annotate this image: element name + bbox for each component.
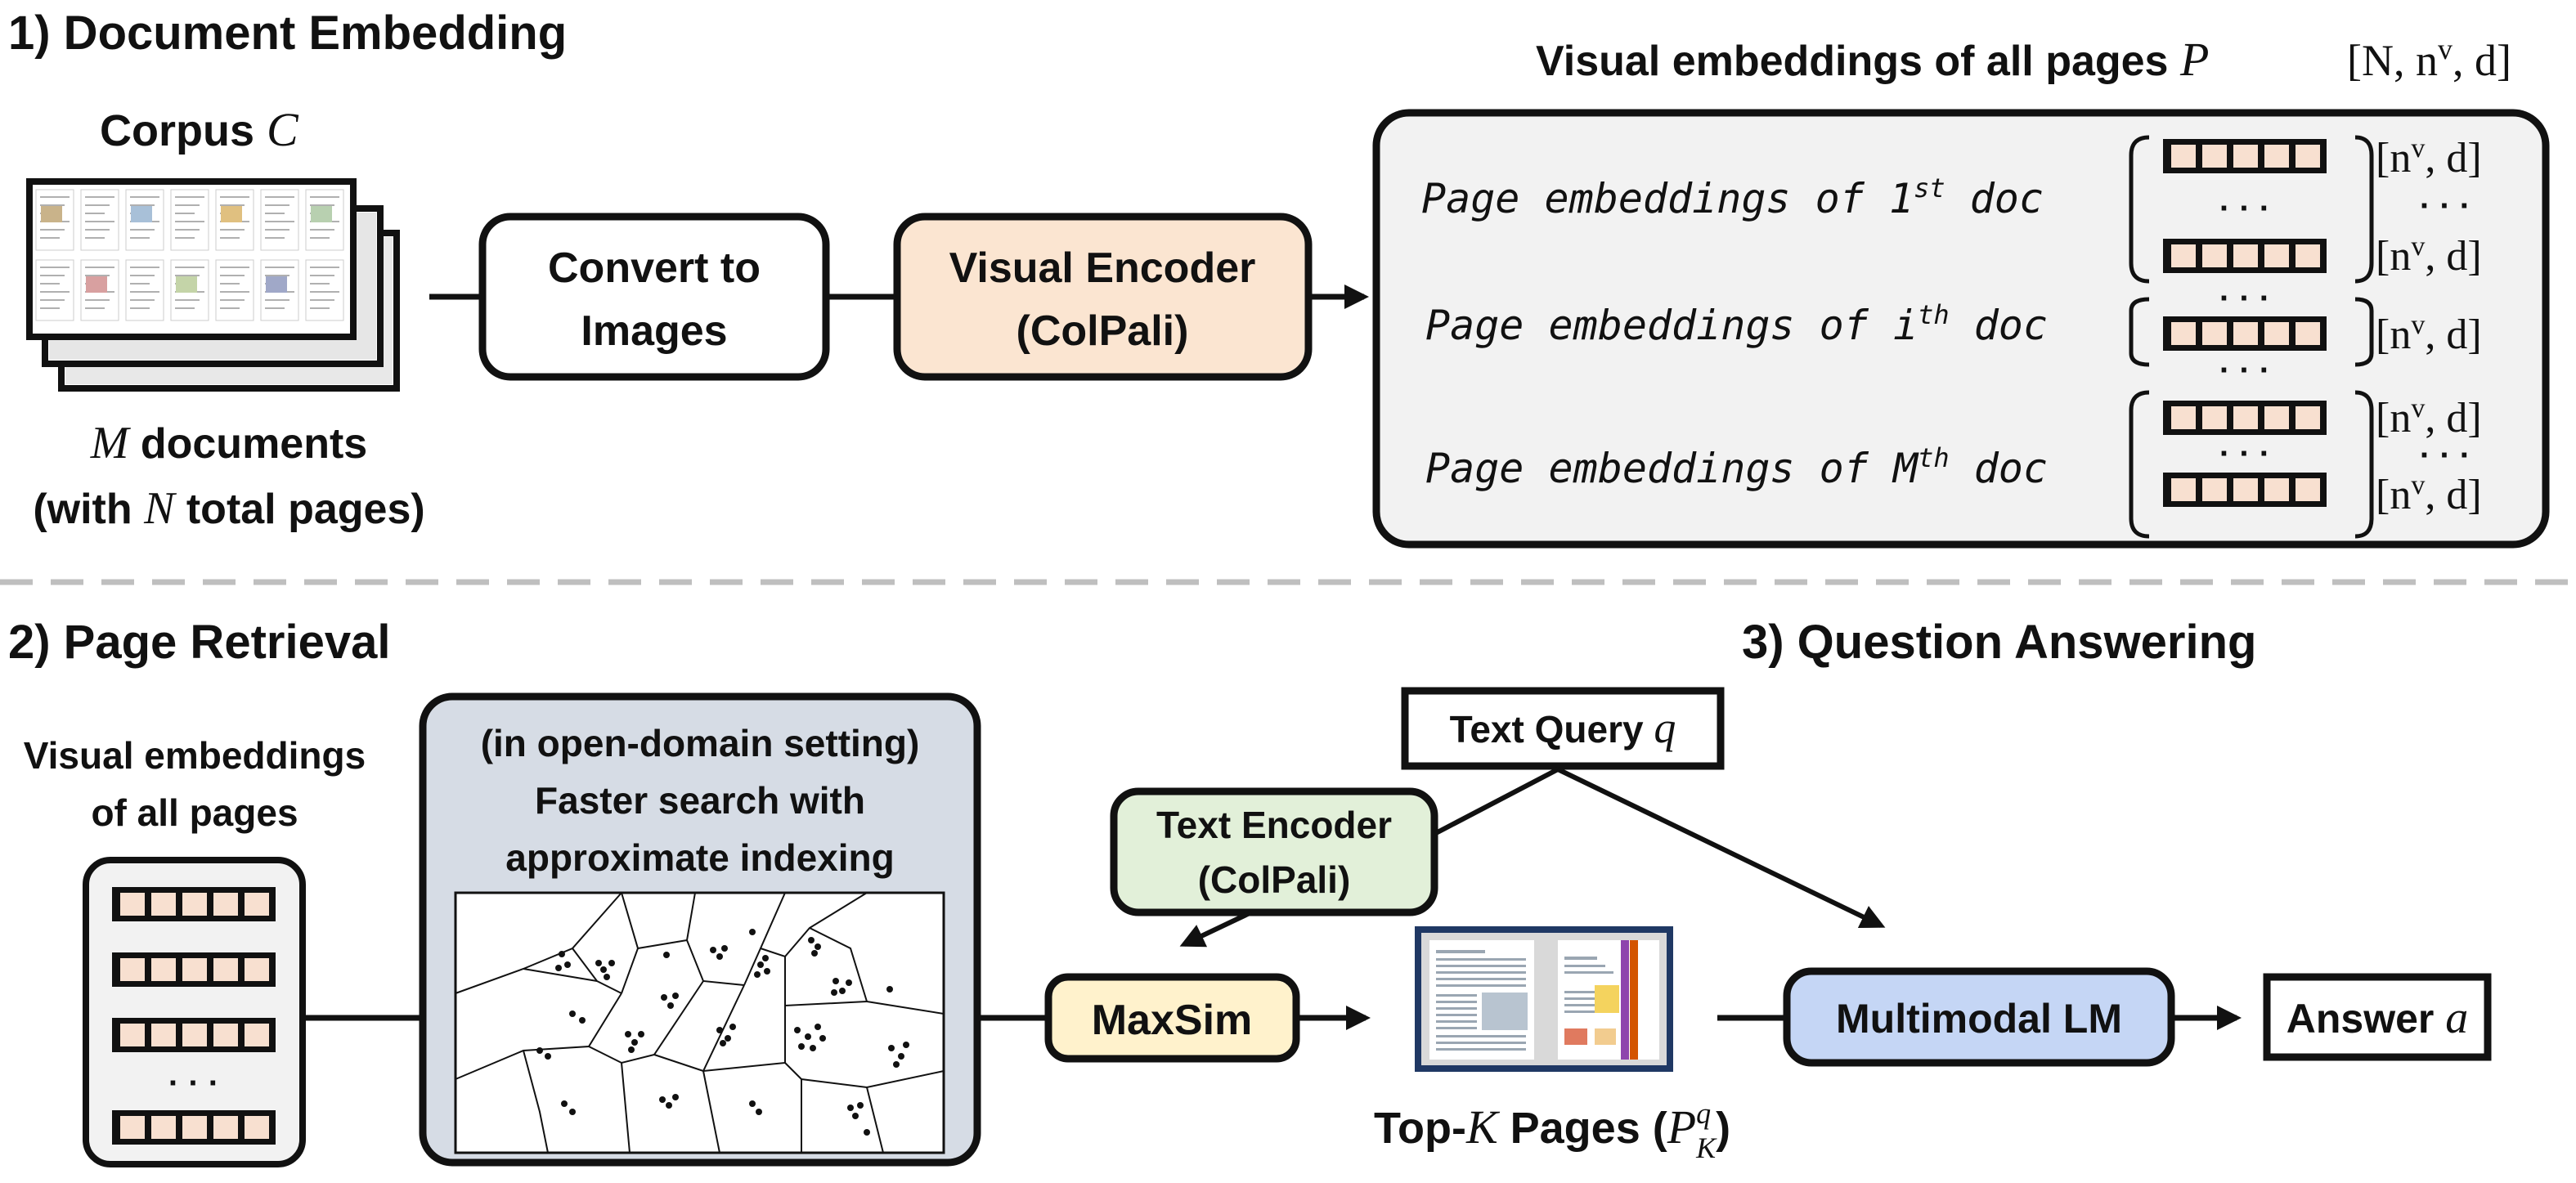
ellipsis-doci-top: · · ·: [2219, 280, 2270, 316]
text-query-box: Text Query q: [1401, 687, 1725, 770]
embedding-strip: [2163, 239, 2327, 273]
embeddings-shape: [N, nv, d]: [2347, 33, 2511, 85]
svg-text:Multimodal LM: Multimodal LM: [1836, 996, 2122, 1042]
svg-text:Visual Encoder: Visual Encoder: [949, 244, 1256, 292]
approximate-index-panel: (in open-domain setting) Faster search w…: [419, 692, 981, 1167]
svg-text:(ColPali): (ColPali): [1198, 858, 1351, 901]
convert-to-images-box: Convert to Images: [478, 213, 830, 381]
embedding-strip: [112, 887, 276, 921]
maxsim-box: MaxSim: [1044, 973, 1300, 1063]
section1-heading: 1) Document Embedding: [8, 7, 567, 60]
svg-text:approximate indexing: approximate indexing: [505, 836, 894, 879]
svg-text:Convert to: Convert to: [548, 244, 761, 292]
section2-heading: 2) Page Retrieval: [8, 616, 390, 669]
row-mth-doc-label: Page embeddings of Mth doc: [1425, 442, 2048, 492]
svg-text:Text Encoder: Text Encoder: [1156, 804, 1392, 846]
embeddings-title: Visual embeddings of all pages P: [1536, 33, 2209, 86]
embedding-strip: [2163, 316, 2327, 351]
section3-heading: 3) Question Answering: [1742, 616, 2256, 669]
svg-text:MaxSim: MaxSim: [1092, 997, 1253, 1044]
corpus-label: Corpus C: [100, 103, 299, 156]
row-1st-doc-label: Page embeddings of 1st doc: [1421, 173, 2044, 222]
topk-pages-thumbnail: [1415, 926, 1673, 1072]
ellipsis-doci-bottom: · · ·: [2219, 352, 2270, 388]
embedding-strip: [112, 952, 276, 987]
svg-text:(ColPali): (ColPali): [1016, 307, 1189, 355]
svg-text:Faster search with: Faster search with: [535, 779, 865, 822]
shape-label: [nv, d]: [2376, 231, 2482, 280]
query-to-text-encoder-line: [1433, 767, 1560, 836]
shape-label: [nv, d]: [2376, 393, 2482, 442]
embeddings-panel: Page embeddings of 1st doc Page embeddin…: [1372, 109, 2550, 549]
query-to-mllm-arrow: [1556, 767, 1886, 929]
shape-ellipsis: · · ·: [2420, 437, 2471, 473]
retrieval-embeddings-label-2: of all pages: [91, 791, 298, 834]
shape-ellipsis: · · ·: [2420, 188, 2471, 224]
document-stack: [26, 178, 400, 392]
ellipsis-doc1: · · ·: [2219, 190, 2270, 226]
shape-label: [nv, d]: [2376, 133, 2482, 182]
svg-text:Images: Images: [581, 307, 727, 355]
visual-encoder-box: Visual Encoder (ColPali): [893, 213, 1313, 381]
svg-text:(in open-domain setting): (in open-domain setting): [481, 722, 920, 764]
total-pages-label: (with N total pages): [33, 483, 424, 534]
multimodal-lm-box: Multimodal LM: [1783, 967, 2175, 1067]
text-encoder-to-maxsim-arrow: [1179, 910, 1253, 948]
text-encoder-box: Text Encoder (ColPali): [1110, 787, 1438, 916]
embedding-strip: [2163, 139, 2327, 173]
retrieval-embeddings-label: Visual embeddings: [24, 734, 366, 777]
documents-count-label: M documents: [90, 418, 367, 468]
embedding-strip: [2163, 401, 2327, 435]
retrieval-embeddings-box: · · ·: [83, 857, 306, 1167]
embedding-strip: [112, 1110, 276, 1145]
voronoi-diagram: [454, 891, 945, 1154]
embedding-strip: [112, 1018, 276, 1052]
svg-text:Text Query q: Text Query q: [1450, 703, 1676, 752]
row-ith-doc-label: Page embeddings of ith doc: [1425, 299, 2048, 349]
ellipsis-docm: · · ·: [2219, 436, 2270, 472]
shape-label: [nv, d]: [2376, 470, 2482, 519]
svg-text:Answer a: Answer a: [2287, 993, 2469, 1043]
shape-label: [nv, d]: [2376, 310, 2482, 359]
embedding-strip: [2163, 473, 2327, 507]
retrieval-ellipsis: · · ·: [168, 1065, 219, 1101]
answer-box: Answer a: [2263, 973, 2492, 1061]
